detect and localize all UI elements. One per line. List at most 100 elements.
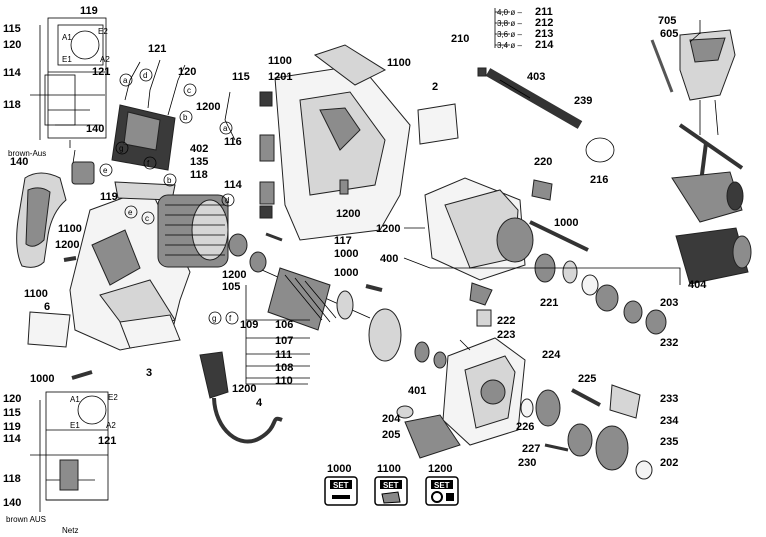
terminal-e2-top: E2 (98, 27, 108, 36)
bearing-108-part (433, 351, 447, 369)
set-number-1200: 1200 (428, 463, 452, 475)
marker-e-left: e (103, 166, 108, 175)
terminal-e1-top: E1 (62, 55, 72, 64)
side-handle-part (679, 29, 736, 136)
set-badge-1200: SET (434, 481, 450, 490)
clutch-230 (567, 423, 593, 457)
label-l111: 111 (275, 349, 292, 361)
marker-c-top: c (187, 86, 191, 95)
pin-227 (544, 443, 569, 452)
label-l213: 213 (535, 28, 553, 40)
label-l605: 605 (660, 28, 678, 40)
terminal-a1-bottom: A1 (70, 395, 80, 404)
gear-shaft-205 (404, 414, 461, 459)
marker-d-mid: d (225, 196, 229, 205)
terminal-a2-top: A2 (100, 55, 110, 64)
label-l1200b: 1200 (55, 239, 79, 251)
spindle-part (485, 68, 583, 129)
label-l202: 202 (660, 457, 678, 469)
label-l106: 106 (275, 319, 293, 331)
screw-1000-upper (265, 232, 283, 242)
carbon-brush-lower (259, 205, 273, 219)
label-l119c: 119 (3, 421, 21, 433)
wiring-diagram-top (30, 17, 107, 148)
brown-aus-top: brown-Aus (8, 149, 46, 158)
screw-1000-left (71, 370, 93, 380)
label-l3: 3 (146, 367, 152, 379)
label-l225: 225 (578, 373, 596, 385)
circlip-216 (585, 137, 615, 163)
label-l205: 205 (382, 429, 400, 441)
terminal-e2-bottom: E2 (108, 393, 118, 402)
label-l140a: 140 (86, 123, 104, 135)
long-screw-1000 (529, 220, 589, 252)
marker-b-top: b (183, 113, 188, 122)
label-plate-2 (417, 103, 459, 145)
label-l401: 401 (408, 385, 426, 397)
marker-g-cable: g (212, 314, 216, 323)
brush-holder-114 (259, 181, 275, 205)
label-l1200f: 1200 (376, 223, 400, 235)
label-l1201: 1201 (268, 71, 292, 83)
label-l1200d: 1200 (336, 208, 360, 220)
label-l119a: 119 (80, 5, 98, 17)
brown-aus-bottom: brown AUS (6, 515, 46, 524)
label-l6: 6 (44, 301, 50, 313)
pin-225 (571, 388, 601, 407)
label-l1200e: 1200 (232, 383, 256, 395)
label-l114c: 114 (3, 433, 22, 445)
label-l1200a: 1200 (196, 101, 220, 113)
label-l114b: 114 (224, 179, 243, 191)
label-l121top: 121 (148, 43, 166, 55)
label-l115b: 115 (232, 71, 250, 83)
label-l1000b: 1000 (334, 267, 358, 279)
keyless-chuck-part (675, 227, 752, 285)
depth-rod-605 (650, 39, 674, 93)
label-l117: 117 (334, 235, 352, 247)
label-l116: 116 (224, 136, 242, 148)
bearing-111-part (414, 341, 430, 363)
nozzle-220 (531, 179, 553, 201)
label-l121b: 121 (98, 435, 116, 447)
wiring-diagram-bottom (30, 391, 109, 512)
label-l140c: 140 (3, 497, 21, 509)
label-l1000a: 1000 (334, 248, 358, 260)
gear-224 (535, 389, 561, 427)
label-l221: 221 (540, 297, 558, 309)
diameter-214: 3,4 ø – (497, 41, 522, 50)
label-l2: 2 (432, 81, 438, 93)
label-l204: 204 (382, 413, 401, 425)
label-l403: 403 (527, 71, 545, 83)
label-l227: 227 (522, 443, 540, 455)
label-l121a: 121 (92, 66, 110, 78)
diameter-213: 3,6 ø – (497, 30, 522, 39)
power-cable-part (199, 351, 283, 444)
leader-lines (245, 8, 701, 385)
keyed-chuck-part (671, 171, 744, 223)
label-l115c: 115 (3, 407, 21, 419)
lever-233 (609, 384, 641, 419)
label-l203: 203 (660, 297, 678, 309)
label-l235: 235 (660, 436, 678, 448)
letter-markers: a d c b a g f b d e c e g f (99, 68, 239, 325)
label-l402: 402 (190, 143, 208, 155)
diameter-212: 3,8 ø – (497, 19, 522, 28)
label-l120b: 120 (178, 66, 196, 78)
bearing-203a (595, 284, 619, 312)
spacer-1200 (339, 179, 349, 195)
label-l233: 233 (660, 393, 678, 405)
label-l1100c: 1100 (58, 223, 82, 235)
label-l705: 705 (658, 15, 676, 27)
field-coil-part (157, 194, 229, 268)
label-l107: 107 (275, 335, 293, 347)
label-l226: 226 (516, 421, 534, 433)
capacitor-140 (71, 161, 95, 185)
gear-housing-part (424, 177, 534, 281)
wiring-text-bottom: A1 E1 A2 E2 brown AUS Netz (6, 393, 118, 535)
label-l214: 214 (535, 39, 554, 51)
marker-e-mid: e (128, 208, 133, 217)
label-l1100d: 1100 (24, 288, 48, 300)
label-l1100b: 1100 (387, 57, 411, 69)
label-plate-6 (27, 311, 71, 348)
